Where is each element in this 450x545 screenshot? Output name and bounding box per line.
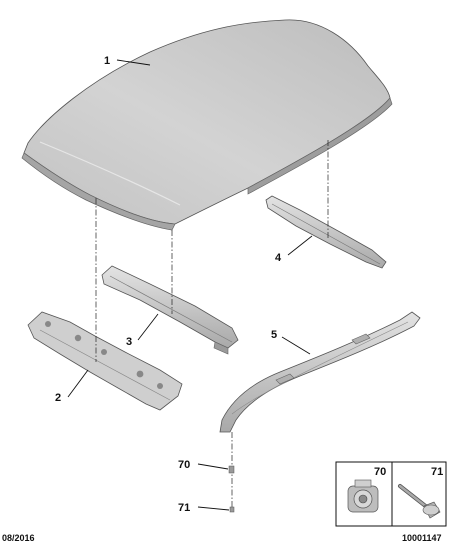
callout-2: 2 xyxy=(55,392,61,404)
diagram-date: 08/2016 xyxy=(2,533,35,543)
callout-71: 71 xyxy=(178,502,190,514)
roof-side-rail-part xyxy=(219,311,421,433)
clip-part-70 xyxy=(228,465,235,474)
diagram-reference-number: 10001147 xyxy=(402,533,442,543)
callout-3: 3 xyxy=(126,336,132,348)
fastener-inset-box: 70 71 xyxy=(335,461,447,527)
leader-lines xyxy=(67,59,313,511)
callout-70: 70 xyxy=(178,459,190,471)
rear-roof-rail-part xyxy=(265,195,387,269)
clip-illustration xyxy=(347,479,379,513)
callout-5: 5 xyxy=(271,329,277,341)
callout-1: 1 xyxy=(104,55,110,67)
inset-label-70: 70 xyxy=(374,466,386,478)
bolt-part-71 xyxy=(229,506,235,513)
bolt-illustration xyxy=(398,484,441,519)
windshield-header-reinforcement-part xyxy=(27,311,183,411)
callout-4: 4 xyxy=(275,252,282,264)
front-cross-member-part xyxy=(101,265,239,355)
inset-label-71: 71 xyxy=(431,466,443,478)
roof-panel-part xyxy=(21,19,393,231)
